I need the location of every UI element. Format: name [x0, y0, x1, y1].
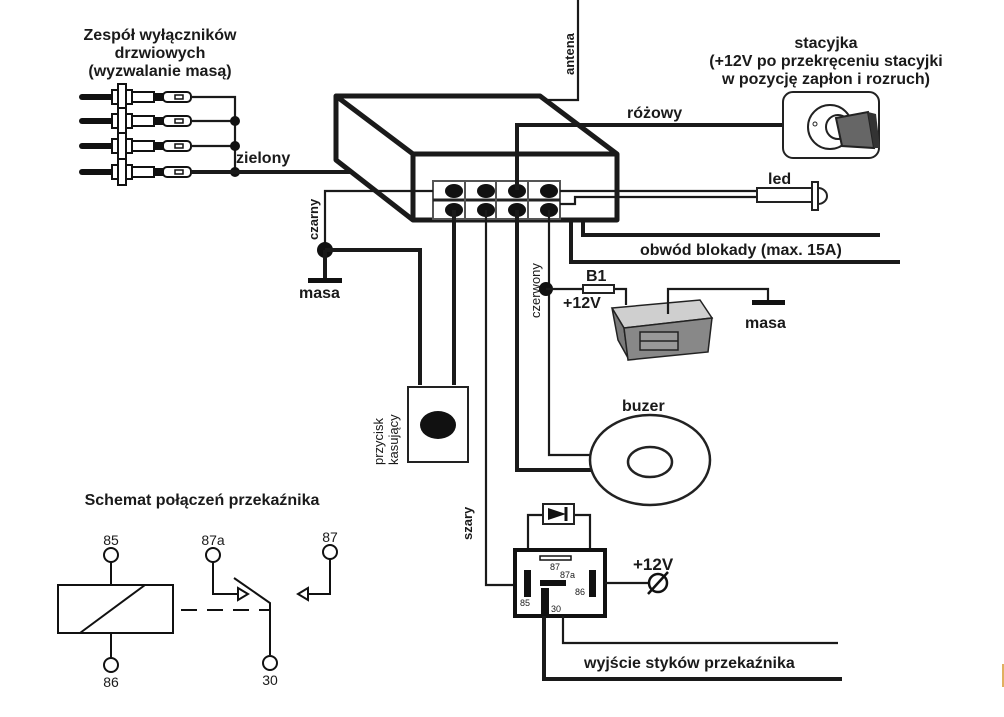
battery-voltage-label: +12V: [563, 295, 601, 312]
battery-plus-wire: [546, 287, 628, 305]
schematic-pin-87a-label: 87a: [201, 532, 225, 548]
buzzer-label: buzer: [622, 398, 665, 415]
reset-button-wire-1: [325, 248, 422, 385]
pink-wire: [515, 123, 785, 190]
grey-wire: [484, 210, 520, 587]
relay-schematic-title: Schemat połączeń przekaźnika: [85, 492, 320, 509]
schematic-pin-86: [103, 657, 119, 673]
ground-left-label: masa: [299, 285, 340, 302]
door-switch-1: [79, 83, 192, 111]
battery-icon: [610, 299, 714, 361]
door-switch-3: [79, 132, 192, 160]
reset-button-label-line2: kasujący: [386, 414, 401, 465]
black-wire-label: czarny: [306, 198, 321, 240]
junction-dot: [230, 116, 240, 126]
pink-wire-label: różowy: [627, 105, 682, 122]
ignition-title-line3: w pozycję zapłon i rozruch): [721, 71, 930, 88]
antenna-label: antena: [562, 32, 577, 75]
led-label: led: [768, 171, 791, 188]
led-icon: [756, 181, 828, 211]
antenna-wire: [548, 0, 580, 102]
green-wire-label: zielony: [236, 150, 290, 167]
schematic-pin-30: [262, 655, 278, 671]
terminal-icon: [647, 571, 669, 595]
immobilizer-label: obwód blokady (max. 15A): [640, 242, 842, 259]
schematic-pin-85: [103, 547, 119, 563]
relay-output-label: wyjście styków przekaźnika: [583, 655, 795, 672]
immobilizer-wire-1: [581, 219, 880, 237]
relay-pin-87: 87: [550, 562, 560, 572]
door-switches-title-line2: drzwiowych: [115, 45, 206, 62]
junction-dot: [230, 141, 240, 151]
relay-pin-87a: 87a: [560, 570, 575, 580]
battery-ground-wire: [666, 287, 770, 314]
buzzer-wire-1: [515, 210, 600, 472]
buzzer-icon: [588, 413, 712, 507]
buzzer-wire-2: [547, 210, 598, 457]
relay-output-wire-2: [542, 616, 842, 681]
fuse-icon: [582, 284, 615, 294]
schematic-pin-87-label: 87: [322, 529, 338, 545]
relay-icon: [513, 503, 607, 618]
door-switch-2: [79, 107, 192, 135]
door-switch-4: [79, 158, 192, 186]
ground-symbol-icon: [308, 278, 342, 283]
ignition-switch-icon: [782, 91, 880, 159]
door-switch-wires: [191, 95, 237, 172]
schematic-pin-85-label: 85: [103, 532, 119, 548]
switch-contact: [233, 577, 271, 655]
battery-ground-label: masa: [745, 315, 786, 332]
immobilizer-wire-2: [569, 219, 900, 264]
relay-pin-85: 85: [520, 598, 530, 608]
relay-pin-30: 30: [551, 604, 561, 614]
door-switches-title-line1: Zespół wyłączników: [84, 27, 237, 44]
reset-button-label-line1: przycisk: [371, 418, 386, 465]
reset-button: [407, 386, 469, 463]
ignition-title-line2: (+12V po przekręceniu stacyjki: [709, 53, 942, 70]
red-wire-label: czerwony: [528, 263, 543, 318]
ground-symbol-icon: [752, 300, 785, 305]
schematic-pin-87a: [205, 547, 221, 563]
door-switch-group: Zespół wyłączników drzwiowych (wyzwalani…: [79, 27, 490, 190]
relay-schematic: Schemat połączeń przekaźnika 85 86 87a 8…: [57, 492, 338, 690]
black-wire: [323, 189, 433, 250]
fuse-label: B1: [586, 268, 607, 285]
door-switches-title-line3: (wyzwalanie masą): [88, 63, 231, 80]
relay-output-wire-1: [561, 616, 838, 645]
led-wires: [560, 189, 758, 206]
relay-pin-86: 86: [575, 587, 585, 597]
schematic-pin-87: [322, 544, 338, 560]
grey-wire-label: szary: [460, 506, 475, 540]
relay-coil: [57, 584, 174, 634]
ignition-title-line1: stacyjka: [794, 35, 857, 52]
schematic-pin-30-label: 30: [262, 672, 278, 688]
relay-supply-label: +12V: [633, 555, 674, 574]
schematic-pin-86-label: 86: [103, 674, 119, 690]
